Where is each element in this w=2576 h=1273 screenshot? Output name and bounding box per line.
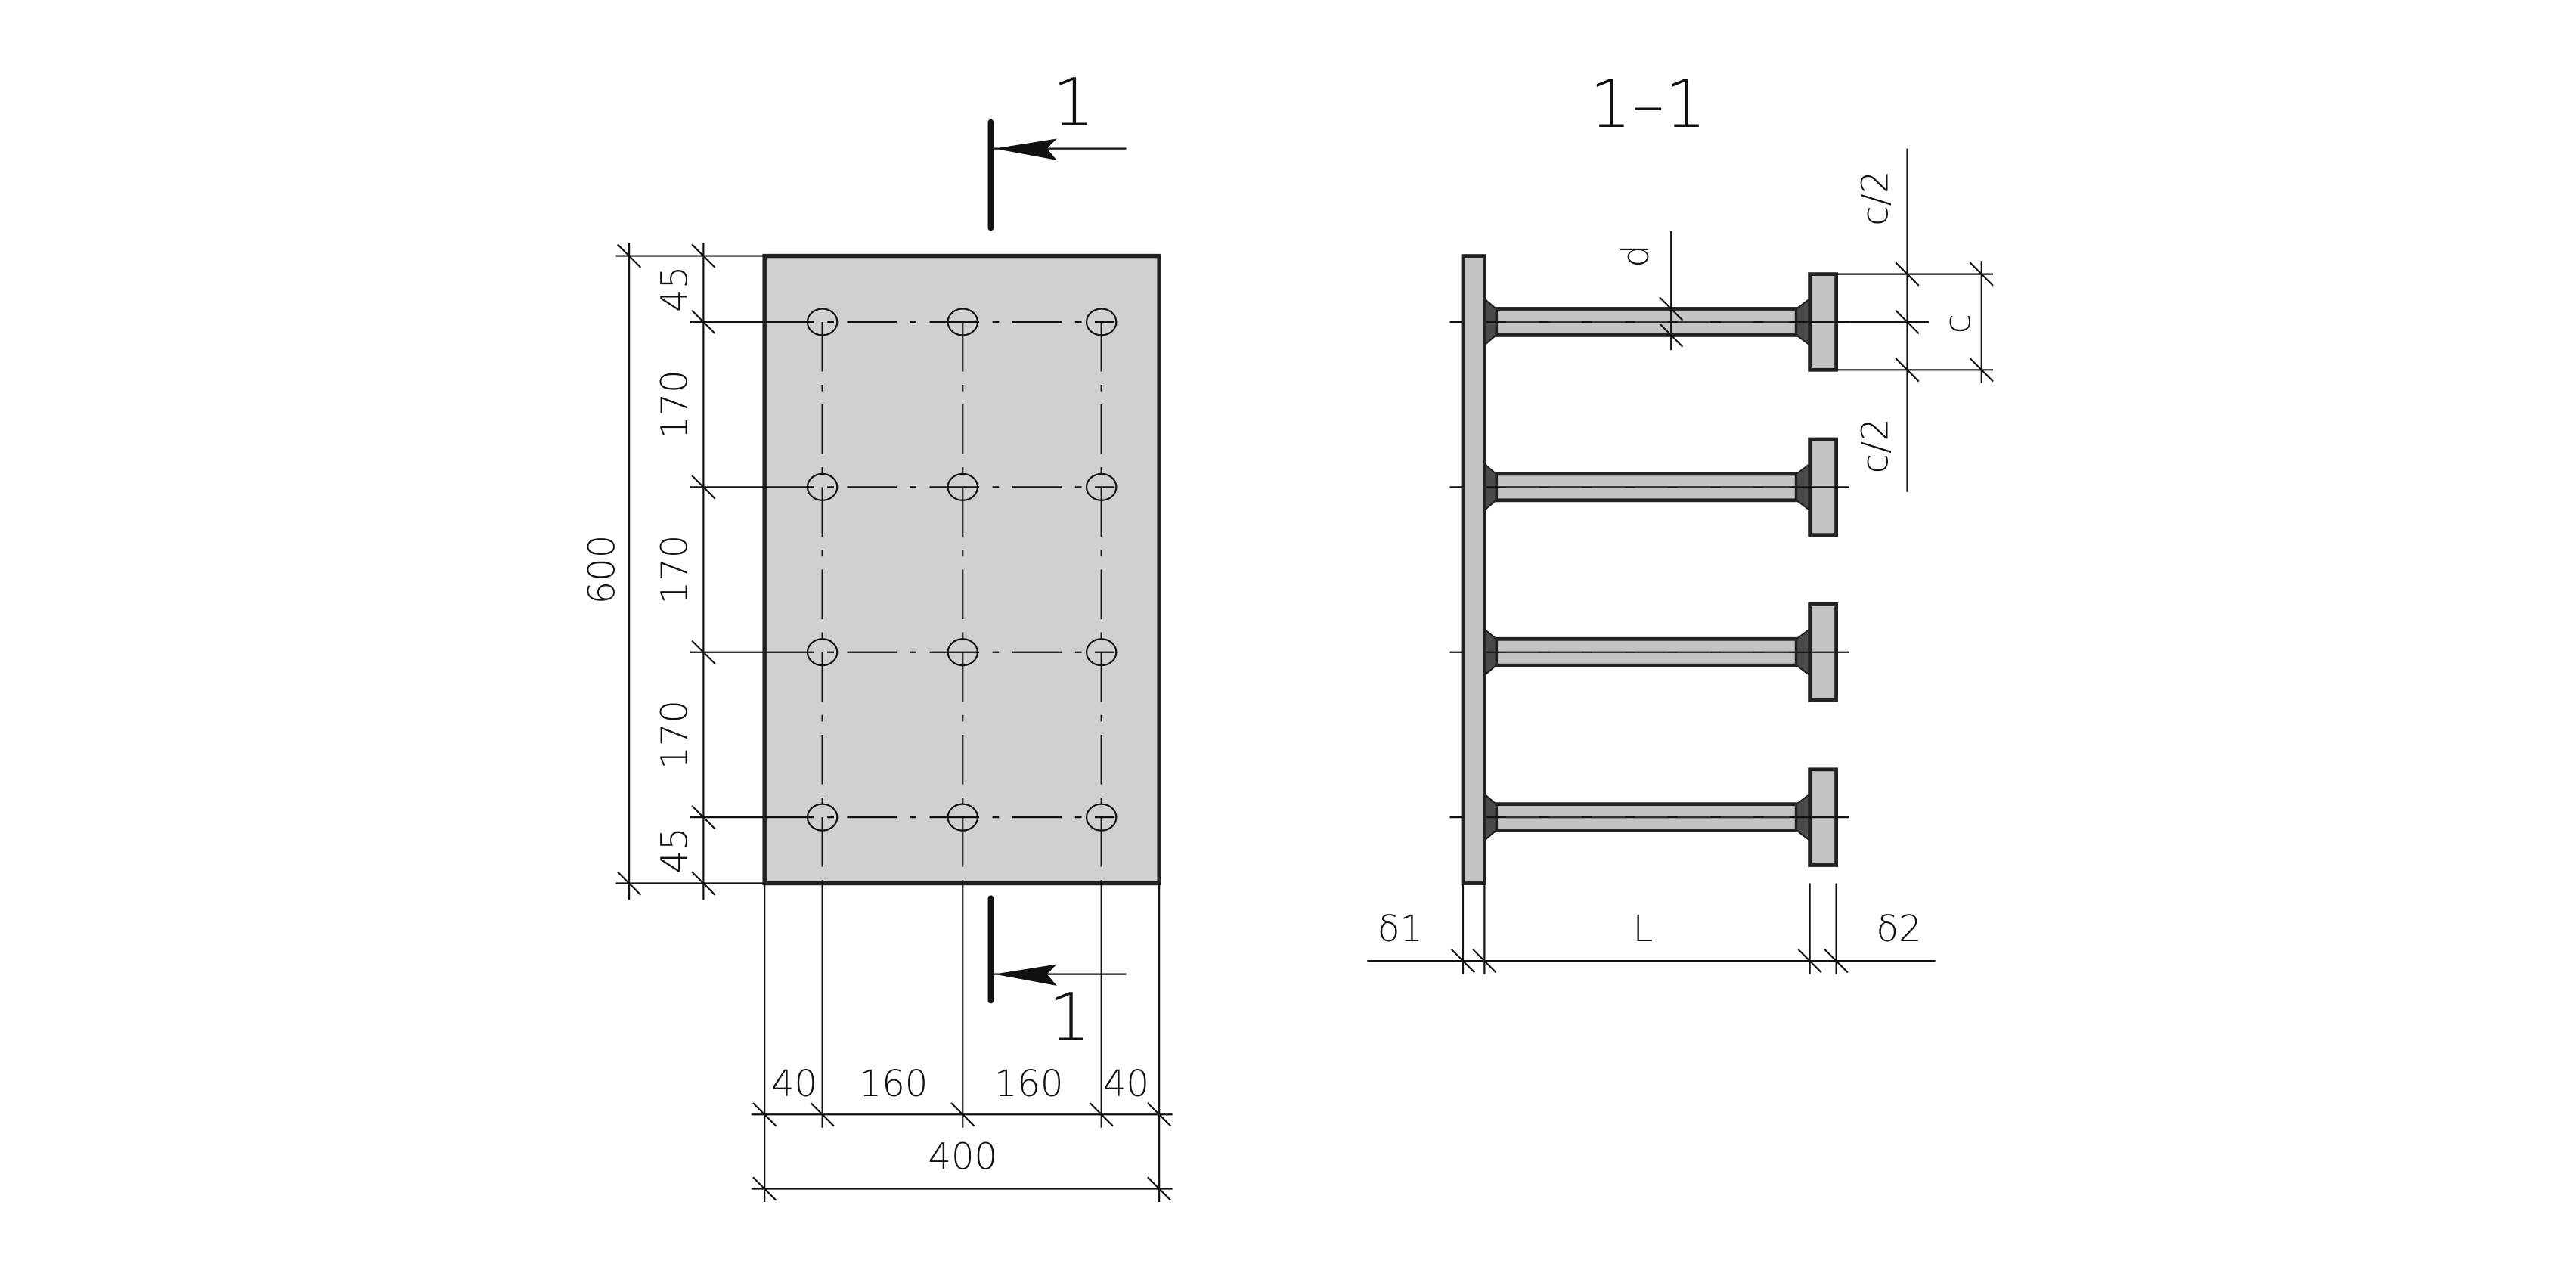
dimension-tick	[691, 805, 716, 830]
dimension-tick	[1659, 323, 1684, 348]
dim-vertical: 45	[654, 827, 696, 873]
dim-horizontal: 160	[994, 1063, 1064, 1105]
dimension-tick	[1089, 1102, 1114, 1127]
section-title: 1–1	[1589, 66, 1706, 143]
dim-head-half-bottom: c/2	[1854, 418, 1896, 473]
plan-view: 1 1 600 45 170 170 170 45 40 160 160 40 …	[581, 64, 1173, 1203]
stud-hole-circle	[947, 472, 979, 501]
dim-horizontal: 40	[771, 1063, 817, 1105]
stud-hole-circle	[806, 472, 839, 501]
dimension-tick	[1969, 262, 1994, 287]
stud-hole-circle	[1085, 638, 1118, 667]
dimension-tick	[691, 243, 716, 268]
stud-hole-circle	[1085, 472, 1118, 501]
dimension-tick	[752, 1102, 777, 1127]
dimension-tick	[1147, 1176, 1172, 1201]
dimension-tick	[1659, 296, 1684, 321]
stud-hole-circle	[806, 803, 839, 832]
dim-vertical: 45	[654, 266, 696, 312]
dim-height-total: 600	[581, 535, 623, 605]
dimension-tick	[1147, 1102, 1172, 1127]
stud-hole-circle	[947, 638, 979, 667]
dim-head-size: c	[1936, 314, 1979, 333]
dim-horizontal: 160	[859, 1063, 928, 1105]
dim-vertical: 170	[654, 700, 696, 770]
dimension-tick	[691, 475, 716, 500]
dim-vertical: 170	[654, 535, 696, 605]
dim-horizontal: 40	[1103, 1063, 1149, 1105]
dimension-tick	[1472, 949, 1497, 974]
section-view: 1–1 d c/2 c c/2 δ1 L δ2	[1367, 66, 1994, 974]
dimension-tick	[691, 640, 716, 664]
dimension-tick	[617, 871, 642, 896]
dimension-tick	[1824, 949, 1849, 974]
section-label-bottom: 1	[1049, 979, 1091, 1056]
dimension-tick	[1797, 949, 1822, 974]
dimension-tick	[1895, 358, 1920, 383]
dim-width-total: 400	[928, 1135, 997, 1178]
arrow-head-icon	[994, 138, 1057, 160]
dimension-tick	[752, 1176, 777, 1201]
stud-hole-circle	[1085, 308, 1118, 336]
dimension-tick	[691, 871, 716, 896]
dimension-tick	[1969, 358, 1994, 383]
dimension-tick	[1895, 309, 1920, 335]
dim-head-thickness: δ2	[1877, 908, 1922, 950]
dimension-tick	[810, 1102, 835, 1127]
stud-hole-circle	[806, 308, 839, 336]
stud-hole-circle	[947, 308, 979, 336]
dim-vertical: 170	[654, 370, 696, 439]
stud-hole-circle	[947, 803, 979, 832]
dim-plate-thickness: δ1	[1378, 908, 1423, 950]
base-plate-section	[1461, 254, 1486, 885]
section-label-top: 1	[1052, 64, 1095, 141]
arrow-head-icon	[994, 964, 1057, 986]
dimension-tick	[1450, 949, 1476, 974]
stud-hole-circle	[1085, 803, 1118, 832]
dim-head-half-top: c/2	[1854, 171, 1896, 226]
dimension-tick	[691, 309, 716, 335]
dimension-tick	[950, 1102, 975, 1127]
dim-stud-length: L	[1633, 908, 1654, 950]
dimension-tick	[1895, 262, 1920, 287]
dimension-tick	[617, 243, 642, 268]
stud-hole-circle	[806, 638, 839, 667]
dim-stud-diameter: d	[1615, 244, 1657, 268]
